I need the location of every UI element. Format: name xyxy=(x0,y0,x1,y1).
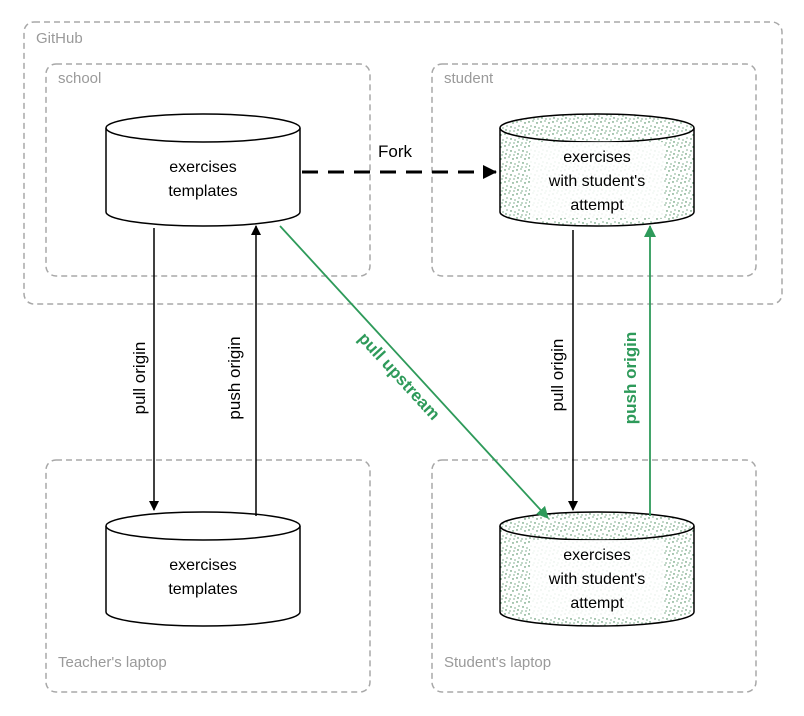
student-local-database: exercises with student's attempt xyxy=(499,511,695,627)
student-repo-line-2: with student's xyxy=(548,173,645,190)
teacher-laptop-region xyxy=(45,459,371,693)
student-region xyxy=(431,63,757,277)
school-region-label: school xyxy=(58,70,101,87)
student-region-label: student xyxy=(444,70,494,87)
teacher-local-line-2: templates xyxy=(168,581,237,598)
school-repo-database: exercises templates xyxy=(105,113,301,227)
school-region xyxy=(45,63,371,277)
teacher-push-label: push origin xyxy=(225,336,244,419)
pull-upstream-arrow xyxy=(279,225,549,519)
student-repo-line-3: attempt xyxy=(570,197,624,214)
student-local-line-2: with student's xyxy=(548,571,645,588)
teacher-local-line-1: exercises xyxy=(169,557,237,574)
student-repo-database: exercises with student's attempt xyxy=(499,113,695,227)
teacher-pull-label: pull origin xyxy=(130,342,149,415)
fork-label: Fork xyxy=(378,142,413,161)
teacher-local-database: exercises templates xyxy=(105,511,301,627)
student-local-line-1: exercises xyxy=(563,547,631,564)
student-laptop-region xyxy=(431,459,757,693)
student-local-line-3: attempt xyxy=(570,595,624,612)
github-region xyxy=(23,21,783,305)
school-repo-line-2: templates xyxy=(168,183,237,200)
teacher-laptop-region-label: Teacher's laptop xyxy=(58,654,167,671)
student-pull-label: pull origin xyxy=(548,339,567,412)
pull-upstream-label: pull upstream xyxy=(354,329,443,424)
student-push-label: push origin xyxy=(621,332,640,425)
student-repo-line-1: exercises xyxy=(563,149,631,166)
student-laptop-region-label: Student's laptop xyxy=(444,654,551,671)
school-repo-line-1: exercises xyxy=(169,159,237,176)
github-region-label: GitHub xyxy=(36,30,83,47)
